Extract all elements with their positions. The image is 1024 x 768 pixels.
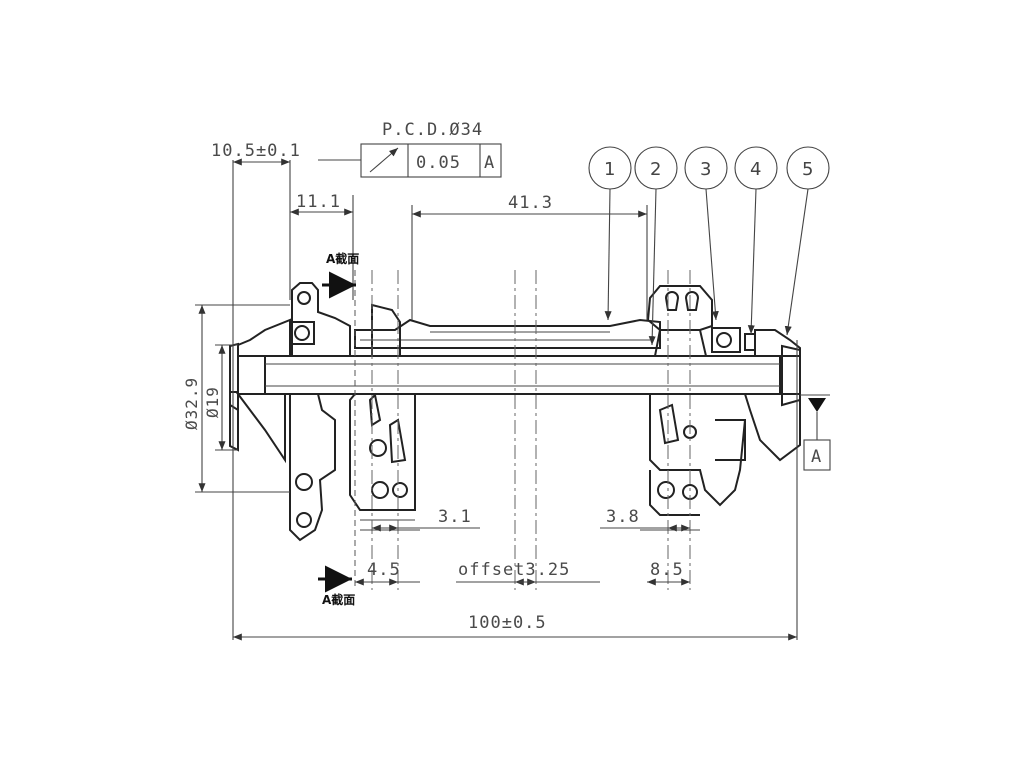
section-label-top: A截面 bbox=[326, 251, 359, 266]
datum-marker: A bbox=[800, 394, 831, 471]
left-flange-lower bbox=[289, 393, 336, 542]
dim-dia-inner: Ø19 bbox=[203, 386, 222, 418]
dim-offset: offset3.25 bbox=[458, 560, 570, 580]
hub-shell-upper bbox=[354, 318, 661, 349]
callout-5: 5 bbox=[784, 146, 830, 336]
dimension-labels: 10.5±0.1 11.1 41.3 Ø32.9 Ø19 3.1 3.8 4.5… bbox=[182, 141, 684, 633]
left-bearing bbox=[289, 321, 315, 345]
right-end-cap bbox=[754, 329, 801, 357]
callout-5-label: 5 bbox=[802, 159, 813, 180]
dim-flange-spacing: 41.3 bbox=[508, 193, 553, 213]
dim-flange-width: 11.1 bbox=[296, 192, 341, 212]
section-label-bottom: A截面 bbox=[322, 592, 355, 607]
axle bbox=[264, 355, 781, 395]
datum-triangle-icon bbox=[808, 398, 826, 412]
callout-2: 2 bbox=[634, 146, 678, 346]
gdt-datum-ref: A bbox=[484, 153, 495, 173]
dimension-lines bbox=[198, 158, 797, 641]
datum-label: A bbox=[811, 447, 822, 467]
callout-1-label: 1 bbox=[604, 159, 615, 180]
callout-4: 4 bbox=[734, 146, 778, 335]
right-bearing bbox=[711, 327, 741, 353]
pcd-label: P.C.D.Ø34 bbox=[382, 120, 483, 140]
callout-2-label: 2 bbox=[650, 159, 661, 180]
section-markers: A截面 A截面 bbox=[318, 251, 359, 607]
left-flange bbox=[291, 282, 351, 357]
callout-3: 3 bbox=[684, 146, 728, 321]
callout-4-label: 4 bbox=[750, 159, 761, 180]
gdt-tolerance: 0.05 bbox=[416, 153, 461, 173]
dim-flange-offset: 10.5±0.1 bbox=[211, 141, 301, 161]
dim-right-inner: 3.8 bbox=[606, 507, 640, 527]
dim-overall-length: 100±0.5 bbox=[468, 613, 547, 633]
dim-dia-outer: Ø32.9 bbox=[182, 377, 201, 430]
dim-left-inner: 3.1 bbox=[438, 507, 472, 527]
left-end-cap bbox=[237, 318, 291, 357]
callouts: 1 2 3 4 5 bbox=[588, 146, 830, 346]
gdt-frame: P.C.D.Ø34 0.05 A bbox=[318, 120, 502, 178]
extension-lines bbox=[195, 160, 798, 640]
callout-3-label: 3 bbox=[700, 159, 711, 180]
dim-right-bottom: 8.5 bbox=[650, 560, 684, 580]
runout-symbol-icon bbox=[369, 147, 399, 173]
center-lines bbox=[354, 270, 691, 590]
dim-left-bottom: 4.5 bbox=[367, 560, 401, 580]
hub-body bbox=[229, 282, 801, 542]
callout-1: 1 bbox=[588, 146, 632, 321]
right-flange bbox=[646, 285, 713, 331]
